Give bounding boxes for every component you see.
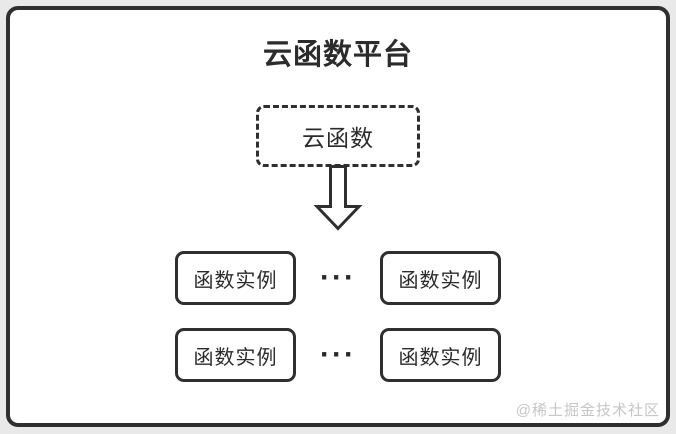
cloud-function-node: 云函数	[256, 105, 420, 167]
function-instance-node: 函数实例	[380, 251, 501, 305]
function-instance-node: 函数实例	[175, 328, 296, 382]
function-instance-label: 函数实例	[193, 269, 278, 292]
function-instance-node: 函数实例	[175, 251, 296, 305]
arrow-down-icon	[313, 165, 363, 231]
ellipsis-row1: ···	[320, 261, 356, 294]
watermark: @稀土掘金技术社区	[515, 402, 660, 419]
function-instance-label: 函数实例	[398, 346, 483, 369]
function-instance-node: 函数实例	[380, 328, 501, 382]
cloud-function-label: 云函数	[302, 125, 374, 151]
page-title: 云函数平台	[262, 39, 413, 71]
ellipsis-row2: ···	[320, 338, 356, 371]
function-instance-label: 函数实例	[193, 346, 278, 369]
function-instance-label: 函数实例	[398, 269, 483, 292]
